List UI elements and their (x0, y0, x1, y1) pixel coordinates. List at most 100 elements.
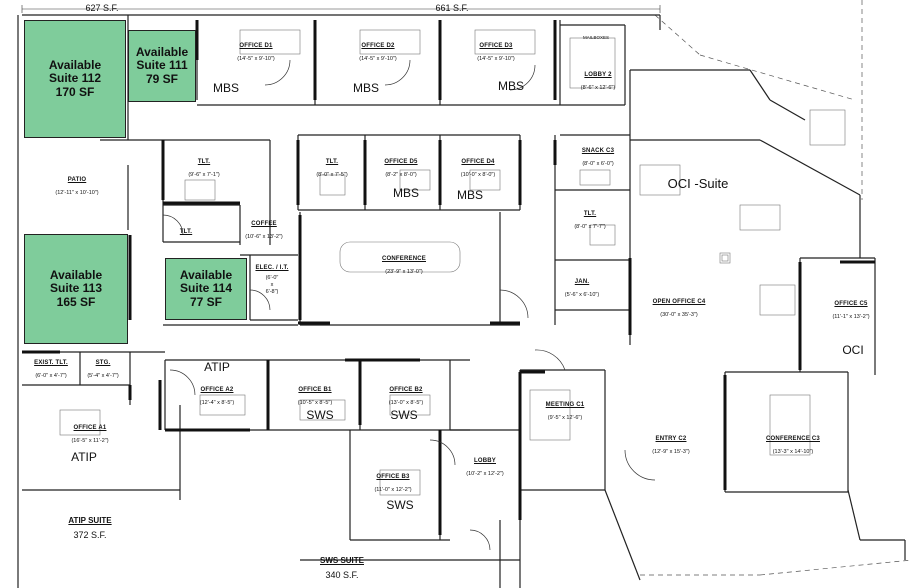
room-lobby: LOBBY (474, 458, 496, 464)
available-suite-113-line3: 165 SF (56, 294, 96, 309)
suite-atip-sf: 372 S.F. (73, 530, 107, 540)
room-patio: PATIO (67, 177, 87, 183)
room-office-b3: OFFICE B3 (376, 474, 410, 480)
room-open-office-c4: OPEN OFFICE C4 (652, 299, 706, 305)
dim-office-b3: (11'-0" x 12'-2") (374, 487, 412, 493)
available-suite-114[interactable]: Available Suite 114 77 SF (165, 258, 247, 320)
tenant-mbs-d4: MBS (456, 188, 484, 202)
dim-elec-it-3: 6'-8") (265, 289, 279, 295)
room-conference-c3: CONFERENCE C3 (766, 436, 820, 442)
room-office-b2: OFFICE B2 (389, 387, 423, 393)
room-tlt-1: TLT. (197, 159, 211, 165)
tenant-sws-b3: SWS (386, 498, 414, 512)
dim-office-b1: (10'-5" x 8'-5") (297, 400, 333, 406)
available-suite-114-line1: Available (179, 267, 233, 282)
dim-snack-c3: (8'-0" x 6'-0") (582, 161, 614, 167)
suite-sws-name: SWS SUITE (319, 556, 365, 565)
dim-office-d5: (8'-2" x 8'-0") (385, 172, 417, 178)
available-suite-112-line2: Suite 112 (48, 71, 102, 86)
room-meeting-c1: MEETING C1 (545, 402, 585, 408)
suite-atip-name: ATIP SUITE (68, 516, 112, 525)
room-snack-c3: SNACK C3 (581, 148, 615, 154)
dim-conference-c3: (13'-3" x 14'-10") (772, 449, 814, 455)
dim-tlt-4: (8'-0" x 7'-7") (574, 224, 606, 230)
dim-office-a2: (12'-4" x 8'-5") (199, 400, 235, 406)
tenant-sws-b2: SWS (390, 408, 418, 422)
available-suite-112-line3: 170 SF (55, 84, 95, 99)
dim-coffee: (10'-6" x 13'-2") (245, 234, 283, 240)
available-suite-111-line3: 79 SF (145, 71, 178, 86)
room-office-a1: OFFICE A1 (73, 425, 107, 431)
property-lines (640, 0, 912, 576)
room-jan: JAN. (574, 279, 590, 285)
room-lobby-2: LOBBY 2 (584, 72, 612, 78)
sf-label-left: 627 S.F. (85, 3, 119, 13)
room-tlt-4: TLT. (583, 211, 597, 217)
dim-tlt-2: (8'-0" x 7'-5") (316, 172, 348, 178)
dim-elec-it-1: (6'-0" (265, 275, 279, 281)
dim-patio: (12'-11" x 10'-10") (55, 190, 99, 196)
dim-office-d3: (14'-5" x 9'-10") (477, 56, 515, 62)
dim-office-d2: (14'-5" x 9'-10") (359, 56, 397, 62)
available-suite-113-line1: Available (49, 267, 103, 282)
room-tlt-3: TLT. (179, 229, 193, 235)
available-suite-111-line1: Available (135, 44, 189, 59)
room-office-c5: OFFICE C5 (834, 301, 868, 307)
tenant-sws-b1: SWS (306, 408, 334, 422)
room-office-a2: OFFICE A2 (200, 387, 234, 393)
available-suite-114-line2: Suite 114 (179, 281, 233, 296)
dim-open-office-c4: (30'-0" x 35'-3") (660, 312, 698, 318)
room-exist-tlt: EXIST. TLT. (34, 360, 68, 366)
tenant-mbs-d2: MBS (352, 81, 380, 95)
dim-lobby: (10'-2" x 12'-2") (466, 471, 504, 477)
tenant-mbs-d1: MBS (212, 81, 240, 95)
available-suite-113[interactable]: Available Suite 113 165 SF (24, 234, 128, 344)
door-swings (162, 59, 656, 551)
available-suite-111[interactable]: Available Suite 111 79 SF (128, 30, 196, 102)
dim-meeting-c1: (9'-5" x 12'-6") (547, 415, 583, 421)
furniture (59, 29, 846, 496)
room-tlt-2: TLT. (325, 159, 339, 165)
dim-elec-it-2: x (270, 282, 274, 288)
room-office-d2: OFFICE D2 (361, 43, 395, 49)
room-entry-c2: ENTRY C2 (655, 436, 687, 442)
room-office-d1: OFFICE D1 (239, 43, 273, 49)
dim-office-c5: (11'-1" x 13'-2") (832, 314, 870, 320)
suite-sws-sf: 340 S.F. (325, 570, 359, 580)
label-mailboxes: MAILBOXES (582, 35, 610, 40)
dim-conference: (23'-9" x 13'-0") (385, 269, 423, 275)
top-dimension-line (21, 5, 661, 13)
dim-jan: (5'-6" x 6'-10") (564, 292, 600, 298)
tenant-atip-lower: ATIP (71, 450, 97, 464)
dim-tlt-1: (9'-6" x 7'-1") (188, 172, 220, 178)
dim-office-b2: (13'-0" x 8'-5") (388, 400, 424, 406)
room-office-b1: OFFICE B1 (298, 387, 332, 393)
room-office-d3: OFFICE D3 (479, 43, 513, 49)
room-coffee: COFFEE (251, 221, 277, 227)
dim-lobby-2: (8'-6" x 12'-6") (580, 85, 616, 91)
dim-stg: (5'-4" x 4'-7") (87, 373, 119, 379)
dim-exist-tlt: (6'-0" x 4'-7") (35, 373, 67, 379)
room-stg: STG. (95, 360, 111, 366)
dim-office-a1: (16'-5" x 11'-2") (71, 438, 109, 444)
available-suite-113-line2: Suite 113 (49, 281, 103, 296)
sf-label-center: 661 S.F. (435, 3, 469, 13)
available-suite-114-line3: 77 SF (189, 294, 222, 309)
room-office-d4: OFFICE D4 (461, 159, 495, 165)
room-elec-it: ELEC. / I.T. (255, 265, 289, 271)
room-office-d5: OFFICE D5 (384, 159, 418, 165)
tenant-mbs-d3: MBS (497, 79, 525, 93)
tenant-atip-upper: ATIP (204, 360, 230, 374)
thick-walls (22, 20, 875, 535)
tenant-oci: OCI (842, 343, 864, 357)
available-suite-112[interactable]: Available Suite 112 170 SF (24, 20, 126, 138)
dim-office-d4: (10'-0" x 8'-0") (460, 172, 496, 178)
available-suite-112-line1: Available (48, 57, 102, 72)
available-suite-111-line2: Suite 111 (136, 58, 188, 73)
dim-entry-c2: (12'-9" x 15'-3") (652, 449, 690, 455)
tenant-mbs-d5: MBS (392, 186, 420, 200)
room-conference: CONFERENCE (381, 256, 427, 262)
dim-office-d1: (14'-5" x 9'-10") (237, 56, 275, 62)
tenant-oci-suite: OCI -Suite (667, 176, 729, 191)
